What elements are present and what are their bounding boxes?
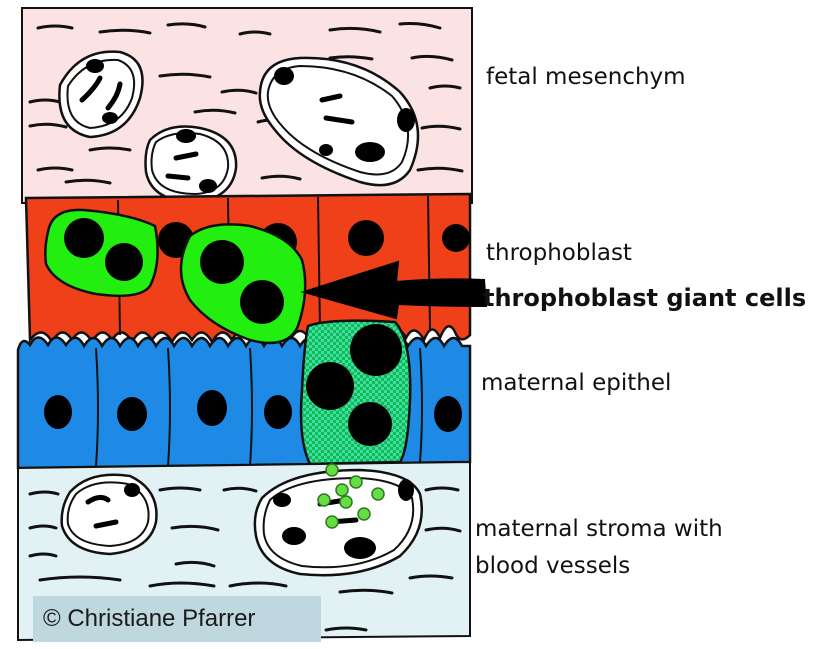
mesenchym-cell xyxy=(146,127,237,203)
fetal-mesenchym-layer xyxy=(22,8,472,203)
maternal-epithel-layer xyxy=(18,321,470,468)
label-giant-cells: throphoblast giant cells xyxy=(483,284,806,312)
label-fetal-mesenchym: fetal mesenchym xyxy=(486,64,686,90)
label-blood-vessels: blood vessels xyxy=(475,553,630,579)
giant-cell xyxy=(45,210,157,296)
stroma-cell xyxy=(62,475,157,554)
copyright-notice: © Christiane Pfarrer xyxy=(33,596,321,642)
label-trophoblast: throphoblast xyxy=(486,240,632,266)
checkered-giant-cell xyxy=(301,321,410,464)
label-maternal-epithel: maternal epithel xyxy=(481,370,671,396)
label-maternal-stroma: maternal stroma with xyxy=(475,516,723,542)
